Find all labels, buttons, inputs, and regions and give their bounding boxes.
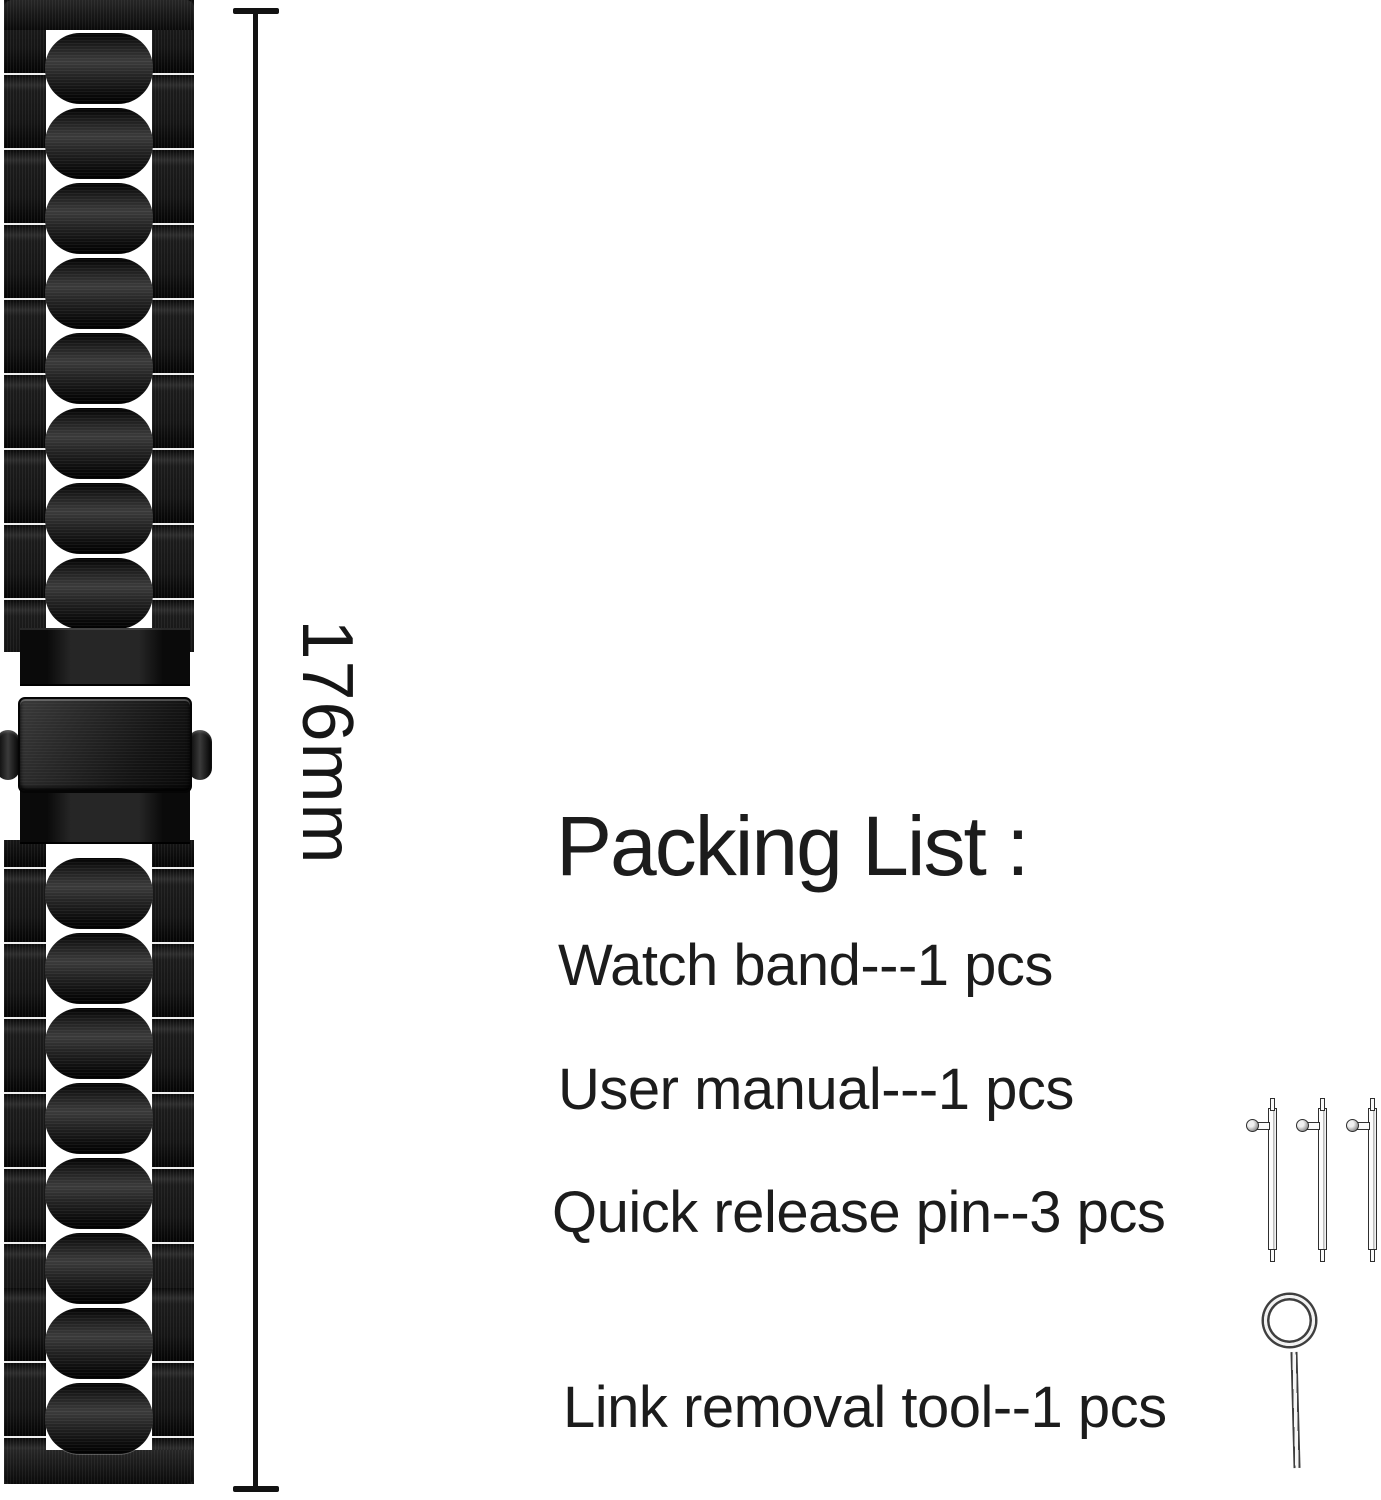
clasp-push-button-left bbox=[0, 730, 20, 780]
quick-release-pin-icon bbox=[1246, 1098, 1282, 1264]
band-center-link bbox=[45, 1233, 153, 1304]
band-center-link bbox=[45, 183, 153, 254]
band-center-link bbox=[45, 933, 153, 1004]
packing-list-item-watch-band: Watch band---1 pcs bbox=[558, 933, 1053, 998]
band-end-link-top bbox=[4, 0, 194, 30]
band-outer-links-left-top bbox=[4, 0, 46, 652]
clasp-push-button-right bbox=[188, 730, 212, 780]
pin-tip-bottom bbox=[1270, 1249, 1275, 1262]
band-center-link bbox=[45, 258, 153, 329]
band-center-link bbox=[45, 483, 153, 554]
band-center-link bbox=[45, 1158, 153, 1229]
packing-list-item-link-removal-tool: Link removal tool--1 pcs bbox=[563, 1375, 1167, 1440]
band-center-link bbox=[45, 558, 153, 629]
watch-band bbox=[0, 0, 212, 1484]
pin-tip-top bbox=[1370, 1098, 1375, 1111]
pin-tip-bottom bbox=[1320, 1249, 1325, 1262]
band-outer-links-right-top bbox=[152, 0, 194, 652]
quick-release-pin-icon bbox=[1346, 1098, 1381, 1264]
measurement-cap-top bbox=[233, 8, 279, 14]
pin-release-knob bbox=[1296, 1119, 1309, 1132]
band-center-link bbox=[45, 108, 153, 179]
link-removal-tool-icon bbox=[1264, 1295, 1315, 1346]
band-outer-links-left-bottom bbox=[4, 840, 46, 1484]
clasp-plate bbox=[18, 697, 192, 793]
band-center-link bbox=[45, 1008, 153, 1079]
band-outer-links-right-bottom bbox=[152, 840, 194, 1484]
band-center-link bbox=[45, 333, 153, 404]
band-center-link bbox=[45, 408, 153, 479]
pin-tip-bottom bbox=[1370, 1249, 1375, 1262]
band-center-link bbox=[45, 1383, 153, 1454]
pin-release-knob bbox=[1246, 1119, 1259, 1132]
band-center-link bbox=[45, 1308, 153, 1379]
band-center-link bbox=[45, 33, 153, 104]
packing-list-item-user-manual: User manual---1 pcs bbox=[558, 1057, 1074, 1122]
link-removal-tool-ring-gap bbox=[1266, 1345, 1282, 1360]
link-removal-tool-stem bbox=[1290, 1351, 1301, 1469]
pin-release-knob bbox=[1346, 1119, 1359, 1132]
clasp-connector-top bbox=[20, 628, 190, 686]
packing-list-heading: Packing List : bbox=[556, 799, 1030, 893]
measurement-line bbox=[253, 8, 258, 1492]
clasp-connector-bottom bbox=[20, 786, 190, 844]
measurement-label: 176mm bbox=[287, 619, 367, 865]
measurement-cap-bottom bbox=[233, 1486, 279, 1492]
pin-tip-top bbox=[1270, 1098, 1275, 1111]
band-end-link-bottom bbox=[4, 1450, 194, 1484]
pin-tip-top bbox=[1320, 1098, 1325, 1111]
band-center-link bbox=[45, 1083, 153, 1154]
band-center-link bbox=[45, 858, 153, 929]
packing-list-item-quick-release-pin: Quick release pin--3 pcs bbox=[552, 1180, 1166, 1245]
quick-release-pin-icon bbox=[1296, 1098, 1332, 1264]
